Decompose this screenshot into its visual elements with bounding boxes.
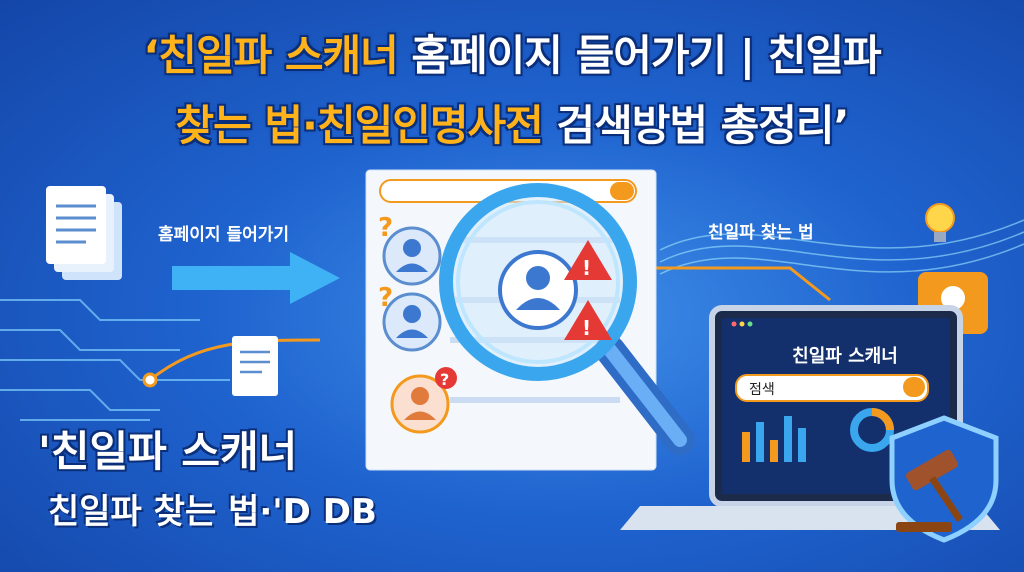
svg-text:?: ? bbox=[378, 213, 393, 243]
circuit-lines bbox=[0, 299, 230, 421]
svg-text:?: ? bbox=[440, 370, 449, 389]
bottom-subtitle: 친일파 찾는 법·'D DB bbox=[48, 492, 377, 532]
search-input[interactable]: 점색 bbox=[735, 374, 929, 402]
connector-dot bbox=[142, 372, 158, 388]
title-line1-rest: 홈페이지 들어가기 | 친일파 bbox=[411, 31, 881, 80]
search-value: 점색 bbox=[749, 382, 775, 398]
small-document-icon bbox=[232, 336, 278, 396]
title-line2-rest: 검색방법 총정리’ bbox=[556, 101, 849, 150]
title-line1-accent: ‘친일파 스캐너 bbox=[143, 31, 398, 80]
gavel-icon bbox=[896, 449, 963, 532]
svg-text:!: ! bbox=[582, 256, 591, 280]
title-line-2: 찾는 법·친일인명사전 검색방법 총정리’ bbox=[0, 100, 1024, 152]
laptop-title: 친일파 스캐너 bbox=[792, 346, 898, 367]
how-to-find-label: 친일파 찾는 법 bbox=[708, 223, 814, 243]
title-line-1: ‘친일파 스캐너 홈페이지 들어가기 | 친일파 bbox=[0, 30, 1024, 82]
title-line2-accent: 찾는 법·친일인명사전 bbox=[175, 101, 543, 150]
bottom-title: '친일파 스캐너 bbox=[38, 427, 298, 476]
shield-icon bbox=[889, 415, 999, 543]
search-icon[interactable] bbox=[903, 377, 925, 397]
svg-text:?: ? bbox=[378, 283, 393, 313]
document-icon bbox=[46, 186, 122, 280]
question-icon: ?? ? bbox=[378, 213, 457, 389]
homepage-label: 홈페이지 들어가기 bbox=[158, 225, 290, 245]
donut-chart-icon bbox=[850, 408, 894, 452]
svg-text:!: ! bbox=[582, 316, 591, 340]
warning-icon: ! ! bbox=[564, 240, 612, 340]
person-icon bbox=[382, 226, 450, 434]
wave-lines bbox=[659, 219, 1024, 275]
connector-line bbox=[149, 338, 321, 382]
arrow-right-icon bbox=[172, 252, 340, 304]
bar-icons bbox=[742, 416, 806, 462]
connector-line-right bbox=[650, 266, 831, 302]
